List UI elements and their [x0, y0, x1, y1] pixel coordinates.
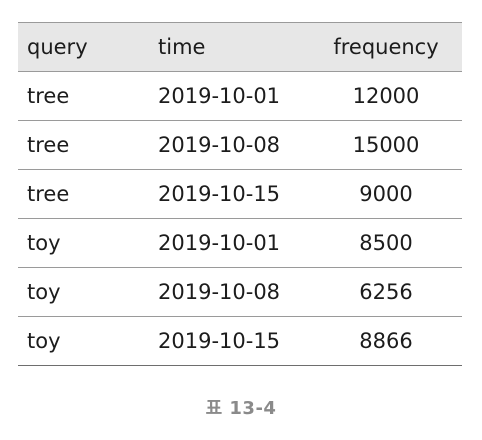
header-time: time [149, 22, 310, 72]
table-body: tree 2019-10-01 12000 tree 2019-10-08 15… [18, 71, 462, 366]
cell-time: 2019-10-15 [149, 316, 310, 366]
table-row: toy 2019-10-01 8500 [18, 218, 462, 268]
cell-query: tree [18, 169, 149, 219]
cell-query: toy [18, 218, 149, 268]
cell-query: toy [18, 316, 149, 366]
cell-query: tree [18, 120, 149, 170]
table-row: tree 2019-10-08 15000 [18, 120, 462, 170]
cell-frequency: 12000 [310, 71, 462, 121]
cell-time: 2019-10-08 [149, 267, 310, 317]
cell-query: toy [18, 267, 149, 317]
table-caption: 표 13-4 [205, 398, 277, 419]
table-row: toy 2019-10-08 6256 [18, 267, 462, 317]
cell-frequency: 8500 [310, 218, 462, 268]
cell-frequency: 9000 [310, 169, 462, 219]
header-query: query [18, 22, 149, 72]
cell-time: 2019-10-08 [149, 120, 310, 170]
table-row: toy 2019-10-15 8866 [18, 316, 462, 366]
cell-time: 2019-10-01 [149, 218, 310, 268]
data-table-container: query time frequency tree 2019-10-01 120… [18, 22, 462, 366]
header-frequency: frequency [310, 22, 462, 72]
header-row: query time frequency [18, 22, 462, 72]
query-frequency-table: query time frequency tree 2019-10-01 120… [18, 22, 462, 366]
cell-time: 2019-10-15 [149, 169, 310, 219]
cell-time: 2019-10-01 [149, 71, 310, 121]
cell-frequency: 15000 [310, 120, 462, 170]
table-row: tree 2019-10-01 12000 [18, 71, 462, 121]
cell-query: tree [18, 71, 149, 121]
cell-frequency: 6256 [310, 267, 462, 317]
table-row: tree 2019-10-15 9000 [18, 169, 462, 219]
table-header: query time frequency [18, 22, 462, 72]
cell-frequency: 8866 [310, 316, 462, 366]
